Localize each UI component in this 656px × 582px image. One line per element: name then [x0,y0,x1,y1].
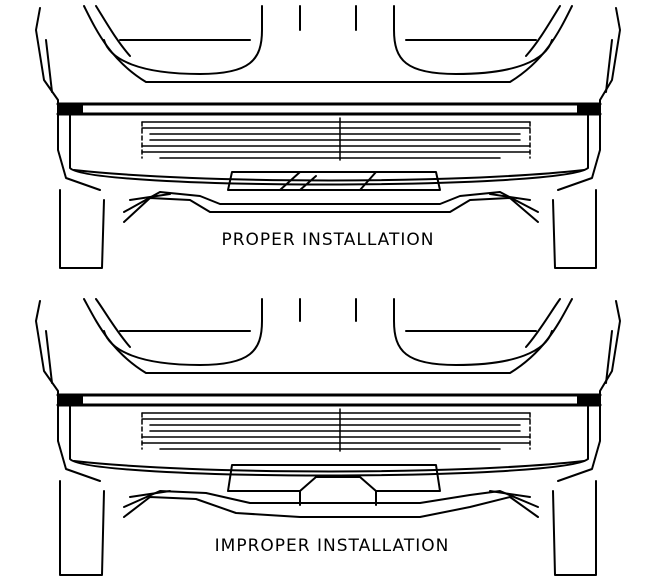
body-left-side [35,7,101,191]
hitch-receiver [227,171,441,191]
step-pad [141,121,531,159]
vehicle-rear-drawing-improper [35,298,621,576]
left-taillight [103,298,263,366]
improper-installation-panel: IMPROPER INSTALLATION [0,291,656,582]
right-taillight [393,5,553,75]
frame-crossmember [123,496,539,518]
left-tire [59,189,105,269]
bumper-body [69,113,589,186]
right-tire [552,480,597,576]
rear-window [83,5,573,83]
proper-installation-panel: PROPER INSTALLATION [35,5,621,269]
bumper-rail [56,102,602,116]
body-right-side [557,7,621,191]
step-pad [141,412,531,450]
body-left-side [35,300,101,482]
body-right-side [557,300,621,482]
bumper-rail [56,393,602,407]
bumper-body [69,404,589,477]
vehicle-rear-drawing-proper [35,5,621,269]
right-taillight [393,298,553,366]
improper-installation-caption: IMPROPER INSTALLATION [214,536,450,556]
proper-installation-caption: PROPER INSTALLATION [221,230,435,250]
hitch-receiver [227,464,441,492]
rear-window [83,298,573,374]
right-tire [552,189,597,269]
left-tire [59,480,105,576]
frame-crossmember [123,197,539,223]
left-taillight [103,5,263,75]
